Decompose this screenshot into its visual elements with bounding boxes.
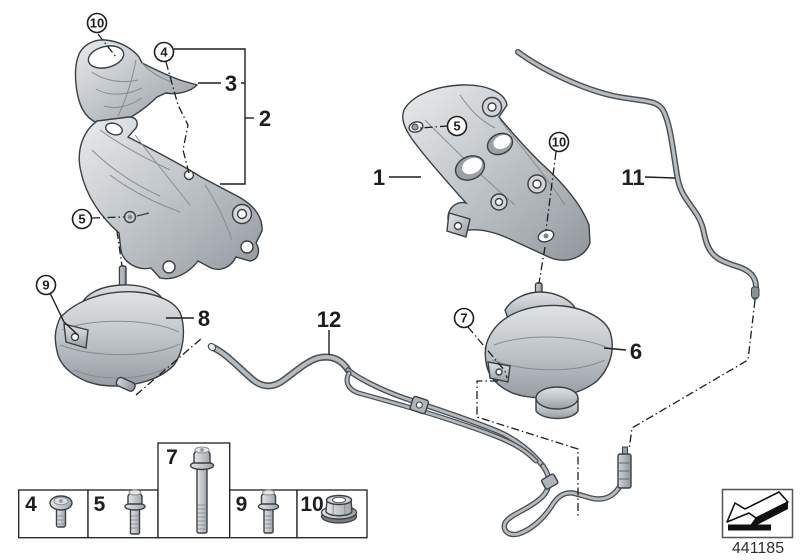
- flange-bolt-icon: [257, 489, 280, 534]
- callout-5-right[interactable]: 5: [446, 115, 468, 137]
- callout-label: 7: [460, 311, 467, 326]
- footer: 441185: [721, 488, 794, 557]
- label-1[interactable]: 1: [373, 165, 385, 190]
- line-clamp: [409, 395, 430, 415]
- mount-right-seams: [491, 336, 609, 371]
- callout-label: 10: [552, 135, 566, 150]
- callout-label: 4: [160, 45, 168, 60]
- vacuum-line-tubes: [207, 343, 624, 538]
- legend-label-7: 7: [166, 446, 178, 469]
- callout-4[interactable]: 4: [153, 41, 175, 63]
- heat-shield-ribs: [91, 59, 173, 117]
- vent-line-part: [515, 49, 760, 300]
- bracket-ribs: [91, 129, 233, 241]
- vacuum-line-part: [207, 343, 632, 538]
- engine-support-bracket-right-part: [402, 84, 591, 261]
- callout-9[interactable]: 9: [35, 274, 57, 296]
- label-3[interactable]: 3: [225, 71, 237, 96]
- callout-label: 5: [453, 119, 460, 134]
- legend-table: 4 5 7 9 10: [18, 442, 368, 539]
- drawing-number: 441185: [732, 540, 784, 557]
- mount-left-nipple: [115, 376, 136, 392]
- callout-label: 9: [42, 278, 49, 293]
- label-12[interactable]: 12: [317, 307, 341, 332]
- press-direction-arrow-icon: [726, 491, 789, 531]
- label-2[interactable]: 2: [259, 106, 271, 131]
- engine-support-bracket-left-part: [78, 116, 263, 280]
- legend-label-5: 5: [94, 493, 106, 516]
- leader-lines: [49, 33, 756, 516]
- label-11[interactable]: 11: [621, 165, 644, 190]
- long-flange-bolt-icon: [189, 446, 215, 534]
- line-connector: [617, 446, 632, 489]
- legend-label-4: 4: [25, 493, 37, 516]
- round-head-screw-icon: [49, 495, 73, 528]
- bracket-bolt-5: [123, 210, 150, 224]
- callout-5-left[interactable]: 5: [71, 208, 93, 230]
- engine-mount-left-part: [54, 265, 185, 392]
- callout-7[interactable]: 7: [453, 307, 475, 329]
- callout-label: 10: [90, 16, 104, 31]
- callout-label: 5: [78, 212, 85, 227]
- heat-shield-part: [74, 39, 199, 126]
- label-6[interactable]: 6: [630, 339, 642, 364]
- callout-10-right[interactable]: 10: [548, 131, 570, 153]
- legend-label-9: 9: [236, 493, 248, 516]
- legend-cell-5[interactable]: [87, 489, 159, 539]
- callout-10-top[interactable]: 10: [86, 12, 108, 34]
- engine-mount-right-part: [484, 282, 613, 420]
- flange-bolt-icon: [124, 489, 146, 535]
- label-8[interactable]: 8: [198, 306, 210, 331]
- flange-nut-icon: [320, 494, 358, 524]
- loop-clamp: [540, 473, 559, 490]
- legend-label-10: 10: [300, 493, 323, 516]
